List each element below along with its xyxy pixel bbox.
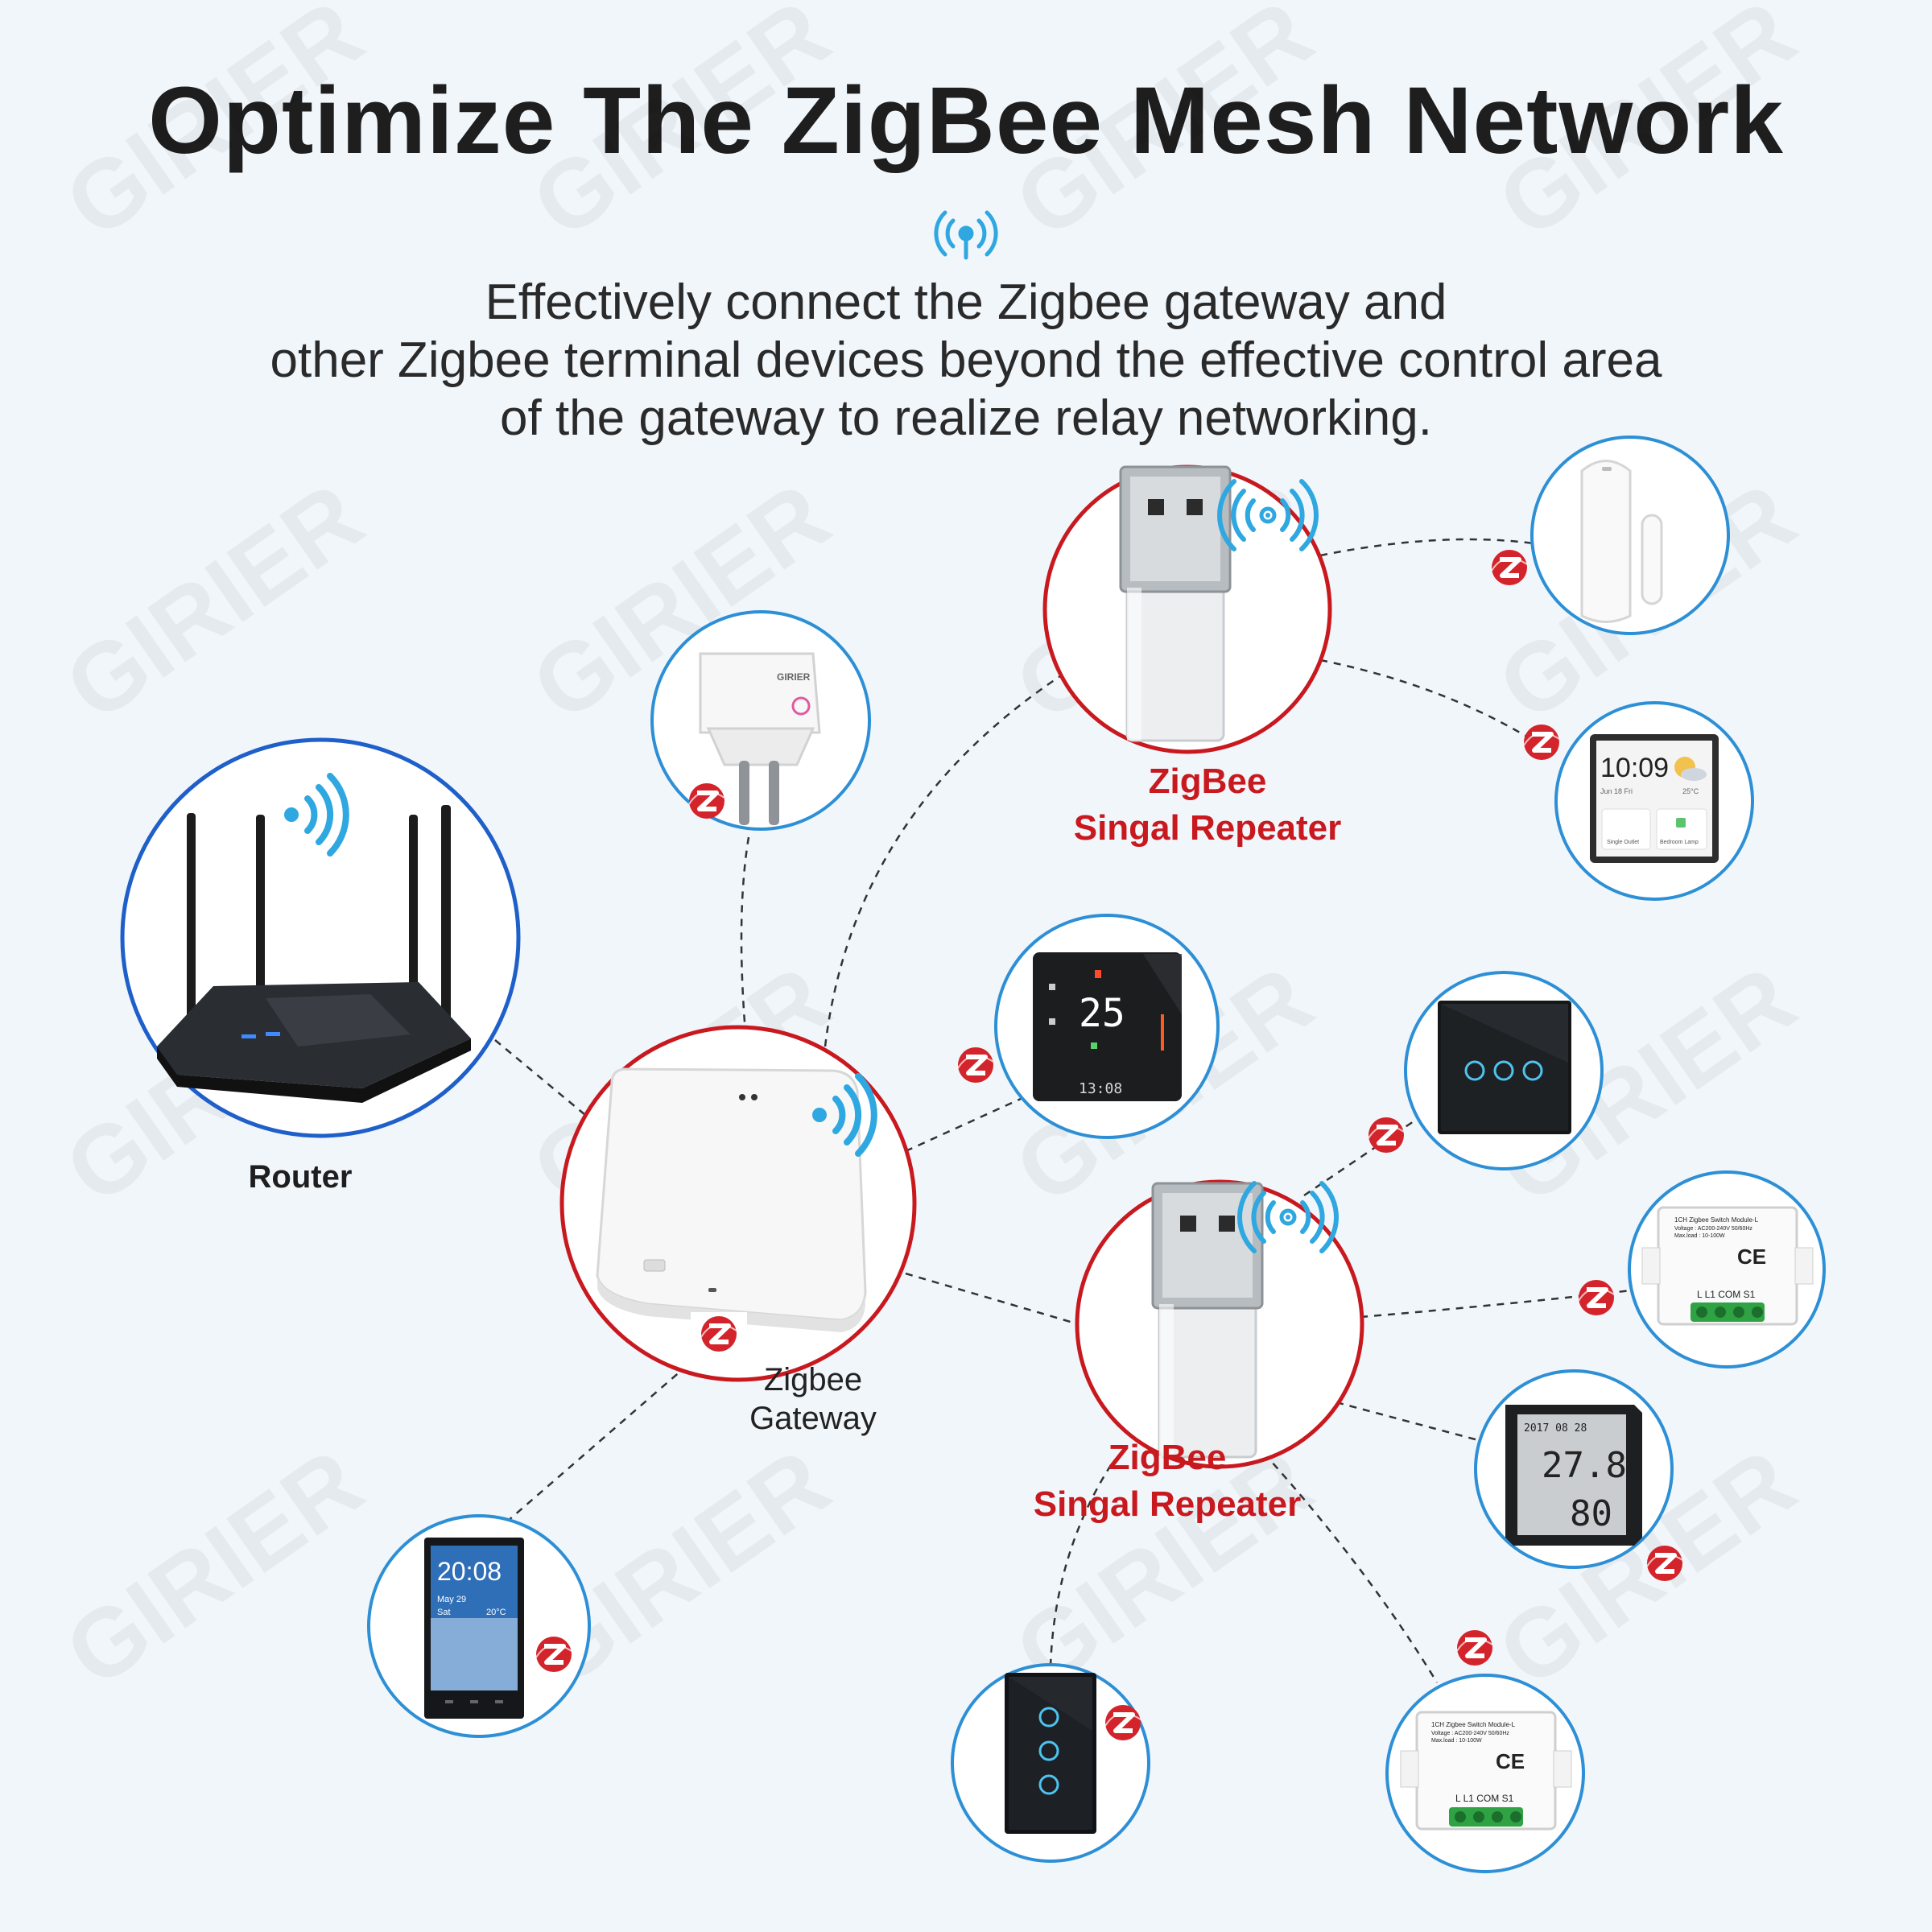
switch-module-bottom-node: 1CH Zigbee Switch Module-L Voltage : AC2… — [1385, 1630, 1585, 1873]
module-label-3: Max.load : 10-100W — [1674, 1233, 1725, 1239]
power-icon — [791, 696, 811, 716]
switch-module-right-node: 1CH Zigbee Switch Module-L Voltage : AC2… — [1579, 1170, 1826, 1368]
repeater-top-label: ZigBee Singal Repeater — [1006, 758, 1409, 852]
svg-text:GIRIER: GIRIER — [1480, 0, 1814, 258]
gateway-label: Zigbee Gateway — [708, 1360, 918, 1438]
screen-day: Sat — [437, 1608, 451, 1617]
description-line-2: other Zigbee terminal devices beyond the… — [270, 332, 1662, 388]
thermostat-clock: 13:08 — [1079, 1080, 1122, 1097]
sensor-date: 2017 08 28 — [1524, 1422, 1587, 1435]
zigbee-logo-icon — [701, 1316, 737, 1352]
repeater-bottom-node — [1075, 1179, 1364, 1469]
zigbee-logo-icon — [536, 1637, 572, 1672]
gateway-label-line-2: Gateway — [749, 1401, 877, 1436]
repeater-bottom-label-line-2: Singal Repeater — [1033, 1484, 1302, 1524]
svg-text:GIRIER: GIRIER — [997, 0, 1331, 258]
page-title: Optimize The ZigBee Mesh Network — [148, 68, 1784, 174]
screen-time: 20:08 — [437, 1557, 502, 1586]
sensor-temperature: 27.8 — [1542, 1445, 1627, 1486]
svg-text:CE: CE — [1737, 1245, 1766, 1269]
svg-text:GIRIER: GIRIER — [47, 0, 381, 258]
zigbee-logo-icon — [958, 1047, 993, 1083]
zigbee-logo-icon — [689, 783, 724, 819]
panel-temp: 25°C — [1682, 787, 1699, 795]
screen-date: May 29 — [437, 1595, 466, 1604]
repeater-top-label-line-2: Singal Repeater — [1073, 808, 1342, 848]
smart-panel-node: 10:09 Jun 18 Fri 25°C Single Outlet Bedr… — [1524, 701, 1754, 901]
screen-temp: 20°C — [486, 1608, 506, 1617]
zigbee-logo-icon — [1579, 1280, 1614, 1315]
wall-switch-vertical-node — [951, 1663, 1150, 1863]
usb-repeater-image — [1119, 465, 1232, 742]
router-node — [120, 737, 521, 1138]
zigbee-logo-icon — [1368, 1117, 1404, 1153]
description: Effectively connect the Zigbee gateway a… — [0, 274, 1932, 448]
router-image — [157, 805, 471, 1103]
module-label-2: Voltage : AC200-240V 50/60Hz — [1431, 1731, 1509, 1736]
svg-text:GIRIER: GIRIER — [47, 462, 381, 741]
panel-date: Jun 18 Fri — [1600, 787, 1633, 795]
module-label-1: 1CH Zigbee Switch Module-L — [1431, 1721, 1516, 1728]
temp-humidity-sensor-node: 2017 08 28 27.8 80 — [1474, 1369, 1682, 1581]
smart-screen-node: 20:08 May 29 Sat 20°C — [367, 1514, 591, 1738]
module-terminals: L L1 COM S1 — [1697, 1289, 1756, 1300]
gateway-node — [559, 1025, 917, 1382]
router-label: Router — [248, 1159, 353, 1195]
panel-button-1: Single Outlet — [1607, 840, 1639, 845]
broadcast-icon — [934, 210, 998, 260]
thermostat-display: 25 — [1079, 991, 1125, 1036]
sensor-humidity: 80 — [1570, 1493, 1612, 1534]
repeater-top-node — [1042, 464, 1332, 754]
svg-text:GIRIER: GIRIER — [514, 0, 848, 258]
smart-plug-node: GIRIER — [650, 610, 871, 831]
zigbee-logo-icon — [1524, 724, 1559, 760]
svg-text:CE: CE — [1496, 1749, 1525, 1773]
repeater-bottom-label: ZigBee Singal Repeater — [966, 1435, 1368, 1528]
module-terminals: L L1 COM S1 — [1455, 1793, 1514, 1804]
door-sensor-node — [1492, 436, 1730, 635]
plug-brand: GIRIER — [777, 671, 811, 683]
module-label-2: Voltage : AC200-240V 50/60Hz — [1674, 1226, 1752, 1232]
thermostat-node: 25 13:08 — [958, 914, 1220, 1139]
description-line-1: Effectively connect the Zigbee gateway a… — [485, 275, 1447, 330]
panel-time: 10:09 — [1600, 753, 1669, 783]
module-label-3: Max.load : 10-100W — [1431, 1738, 1482, 1744]
zigbee-logo-icon — [1492, 550, 1527, 585]
panel-button-2: Bedroom Lamp — [1660, 840, 1699, 845]
repeater-top-label-line-1: ZigBee — [1148, 762, 1267, 801]
wall-switch-horizontal-node — [1368, 971, 1604, 1170]
gateway-label-line-1: Zigbee — [763, 1362, 863, 1397]
zigbee-logo-icon — [1105, 1705, 1141, 1740]
module-label-1: 1CH Zigbee Switch Module-L — [1674, 1216, 1759, 1224]
zigbee-logo-icon — [1457, 1630, 1492, 1666]
svg-text:GIRIER: GIRIER — [47, 1428, 381, 1707]
description-line-3: of the gateway to realize relay networki… — [500, 390, 1432, 446]
repeater-bottom-label-line-1: ZigBee — [1108, 1438, 1227, 1477]
usb-repeater-image — [1151, 1182, 1264, 1459]
zigbee-logo-icon — [1647, 1546, 1682, 1581]
